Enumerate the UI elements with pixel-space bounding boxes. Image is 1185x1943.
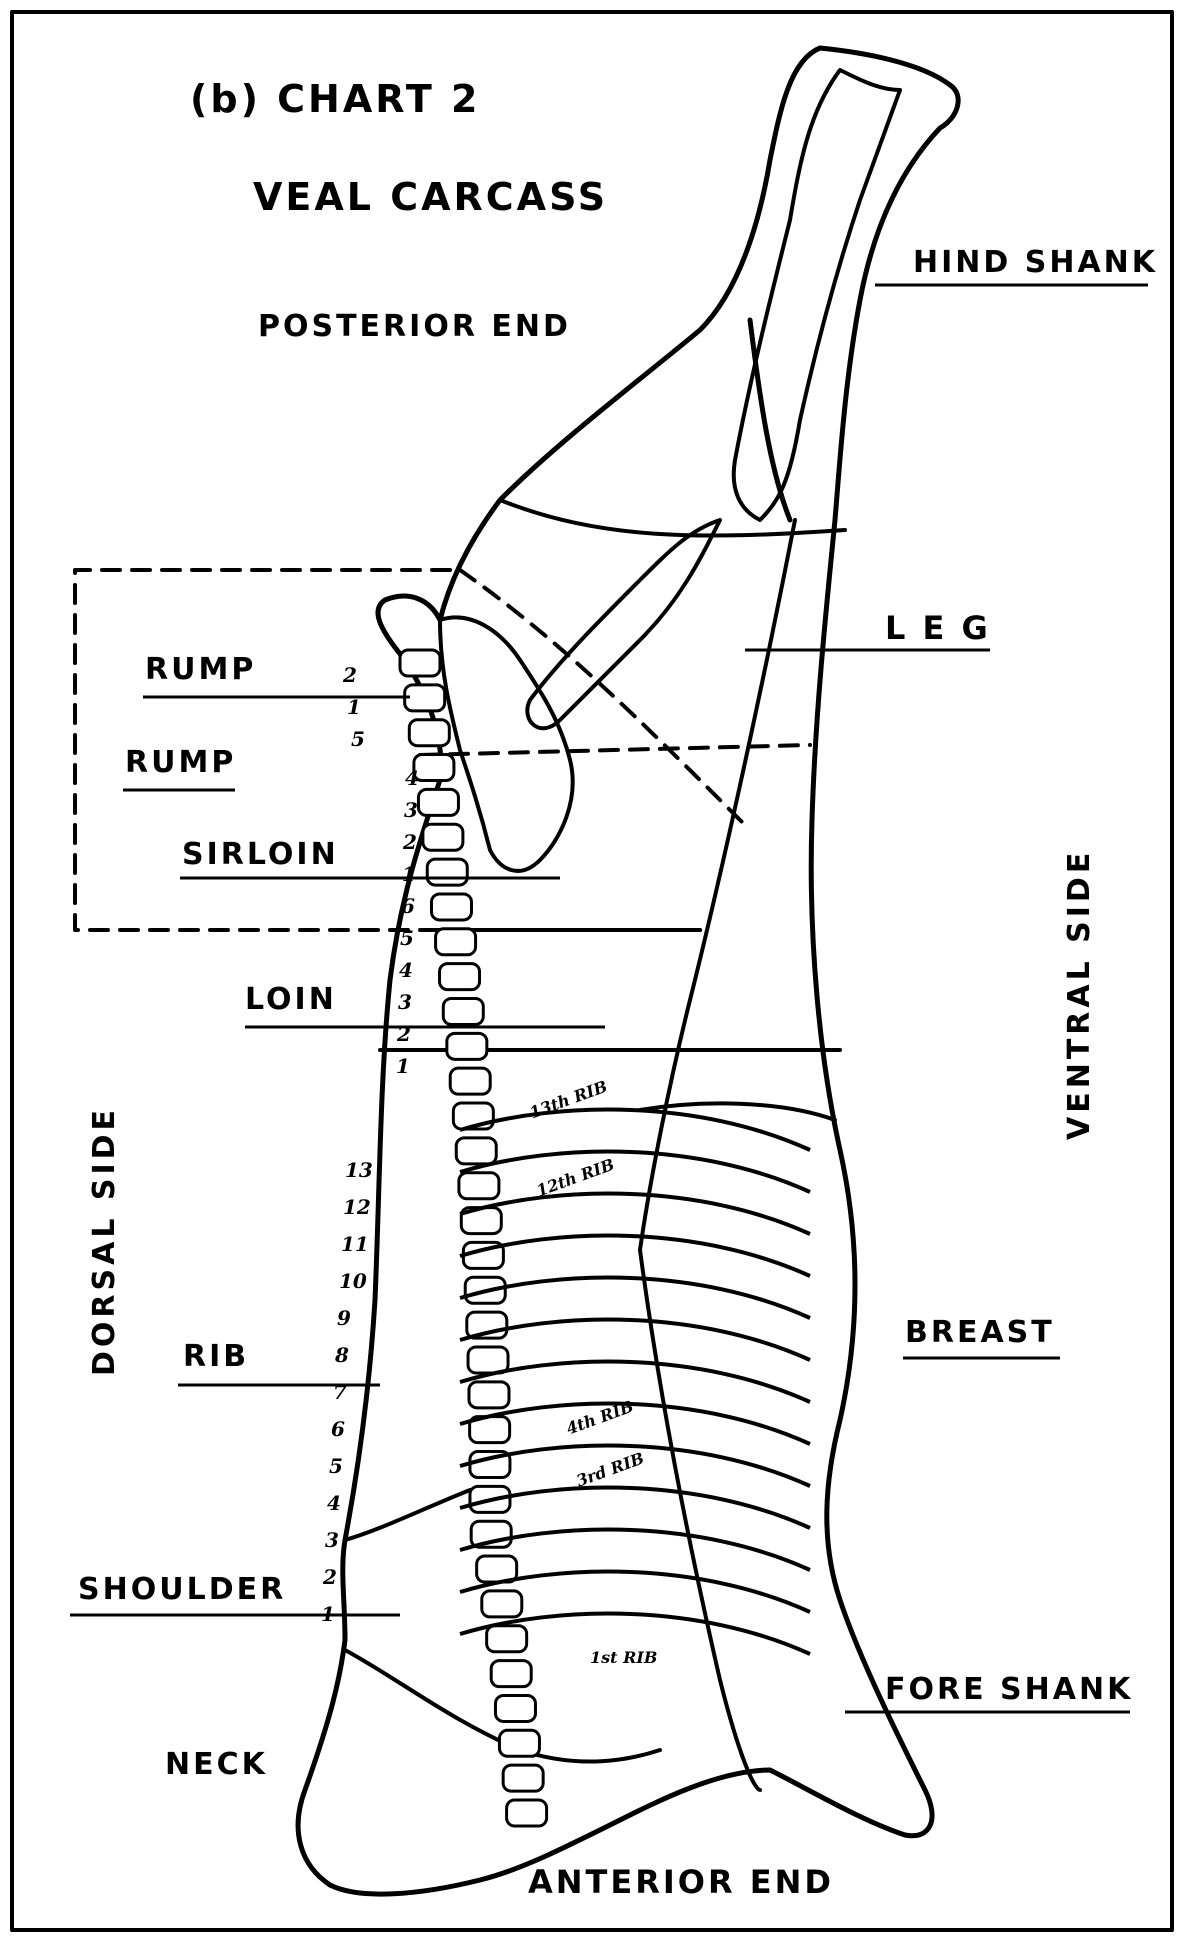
- rib: [459, 1611, 811, 1656]
- vertebra-body: [501, 1763, 545, 1793]
- vertebra-body: [438, 962, 482, 992]
- rib: [459, 1359, 811, 1404]
- vertebra-number-lumbar-10: 1: [396, 1054, 410, 1078]
- dorsal-side-label: DORSAL SIDE: [87, 1105, 122, 1376]
- vertebra-body: [416, 787, 460, 817]
- vertebra-body: [489, 1659, 533, 1689]
- pelvis-bone: [438, 615, 575, 873]
- vertebra-body: [421, 822, 465, 852]
- vertebra-body: [485, 1624, 529, 1654]
- vertebra-body: [480, 1589, 524, 1619]
- anterior-end-label: ANTERIOR END: [528, 1863, 834, 1901]
- vertebra-body: [425, 857, 469, 887]
- vertebra-number-lumbar-9: 2: [397, 1022, 411, 1046]
- chart-number: (b) CHART 2: [190, 77, 481, 121]
- vertebra-body: [457, 1171, 501, 1201]
- hind-shank-boundary: [747, 317, 793, 523]
- vertebra-body: [429, 892, 473, 922]
- vertebra-body: [434, 927, 478, 957]
- vertebra-number-lumbar-8: 3: [398, 990, 412, 1014]
- vertebra-number-thoracic-12: 2: [323, 1565, 337, 1589]
- carcass-outline: [295, 45, 961, 1897]
- vertebra-number-thoracic-4: 10: [339, 1269, 367, 1293]
- leg-loin-line: [638, 518, 797, 1252]
- posterior-end-label: POSTERIOR END: [258, 309, 571, 344]
- vertebra-number-lumbar-2: 3: [404, 798, 418, 822]
- vertebra-body: [497, 1728, 541, 1758]
- vertebra-number-lumbar-1: 4: [405, 766, 419, 790]
- rib: [459, 1233, 811, 1278]
- vertebra-number-thoracic-8: 6: [331, 1417, 345, 1441]
- vertebra-body: [493, 1693, 537, 1723]
- hind-shank-label: HIND SHANK: [913, 245, 1159, 280]
- vertebra-number-thoracic-1: 13: [345, 1158, 373, 1182]
- vertebra-number-thoracic-2: 12: [343, 1195, 371, 1219]
- vertebra-number-thoracic-10: 4: [327, 1491, 341, 1515]
- vertebra-number-sacral-1: 2: [343, 663, 357, 687]
- dashed-sirloin-line: [418, 743, 812, 757]
- vertebra-body: [412, 753, 456, 783]
- dashed-diagonal: [458, 568, 747, 827]
- rib: [459, 1569, 811, 1614]
- tibia-bone: [731, 68, 902, 522]
- vertebra-number-thoracic-13: 1: [321, 1602, 335, 1626]
- femur-bone: [525, 518, 722, 731]
- rump-upper-label: RUMP: [145, 652, 257, 687]
- vertebra-number-sacral-3: 5: [351, 727, 365, 751]
- neck-label: NECK: [165, 1747, 268, 1782]
- breast-line: [638, 1248, 762, 1792]
- vertebra-body: [466, 1345, 510, 1375]
- rib: [459, 1443, 811, 1488]
- rib: [459, 1191, 811, 1236]
- fore-shank-label: FORE SHANK: [885, 1672, 1134, 1707]
- vertebra-number-lumbar-7: 4: [399, 958, 413, 982]
- rib-label: RIB: [183, 1339, 250, 1374]
- vertebra-number-thoracic-3: 11: [341, 1232, 369, 1256]
- rib: [459, 1317, 811, 1362]
- vertebra-body: [448, 1066, 492, 1096]
- rib: [459, 1527, 811, 1572]
- vertebra-number-lumbar-4: 1: [402, 862, 416, 886]
- rib: [459, 1107, 811, 1152]
- breast-label: BREAST: [905, 1315, 1055, 1350]
- vertebra-body: [467, 1380, 511, 1410]
- shoulder-label: SHOULDER: [78, 1572, 287, 1607]
- vertebra-number-thoracic-9: 5: [329, 1454, 343, 1478]
- rib-cage: [459, 1107, 811, 1656]
- vertebra-body: [505, 1798, 549, 1828]
- leg-top-line: [498, 498, 847, 538]
- vertebra-number-thoracic-7: 7: [333, 1380, 347, 1404]
- vertebra-body: [403, 683, 447, 713]
- vertebra-body: [407, 718, 451, 748]
- vertebra-number-thoracic-6: 8: [335, 1343, 349, 1367]
- vertebra-body: [454, 1136, 498, 1166]
- vertebra-number-lumbar-6: 5: [400, 926, 414, 950]
- vertebra-body: [445, 1031, 489, 1061]
- vertebral-column: [398, 648, 549, 1828]
- vertebra-number-lumbar-3: 2: [403, 830, 417, 854]
- dashed-rump-box: [73, 568, 702, 932]
- rib-marker-1: 1st RIB: [590, 1648, 658, 1667]
- vertebra-number-thoracic-11: 3: [325, 1528, 339, 1552]
- rib: [459, 1275, 811, 1320]
- vertebra-number-lumbar-5: 6: [401, 894, 415, 918]
- vertebra-number-sacral-2: 1: [347, 695, 361, 719]
- loin-rib-line: [638, 1101, 837, 1122]
- rib: [459, 1401, 811, 1446]
- sirloin-label: SIRLOIN: [182, 837, 339, 872]
- vertebra-body: [398, 648, 442, 678]
- leg-label: L E G: [885, 609, 991, 647]
- vertebra-body: [441, 996, 485, 1026]
- chart-title: VEAL CARCASS: [253, 175, 609, 219]
- vertebra-number-thoracic-5: 9: [337, 1306, 351, 1330]
- ventral-side-label: VENTRAL SIDE: [1062, 848, 1097, 1140]
- rump-lower-label: RUMP: [125, 745, 237, 780]
- page-frame: [10, 10, 1174, 1932]
- rib: [459, 1485, 811, 1530]
- loin-label: LOIN: [245, 982, 337, 1017]
- rib: [459, 1149, 811, 1194]
- shoulder-line: [343, 1488, 472, 1542]
